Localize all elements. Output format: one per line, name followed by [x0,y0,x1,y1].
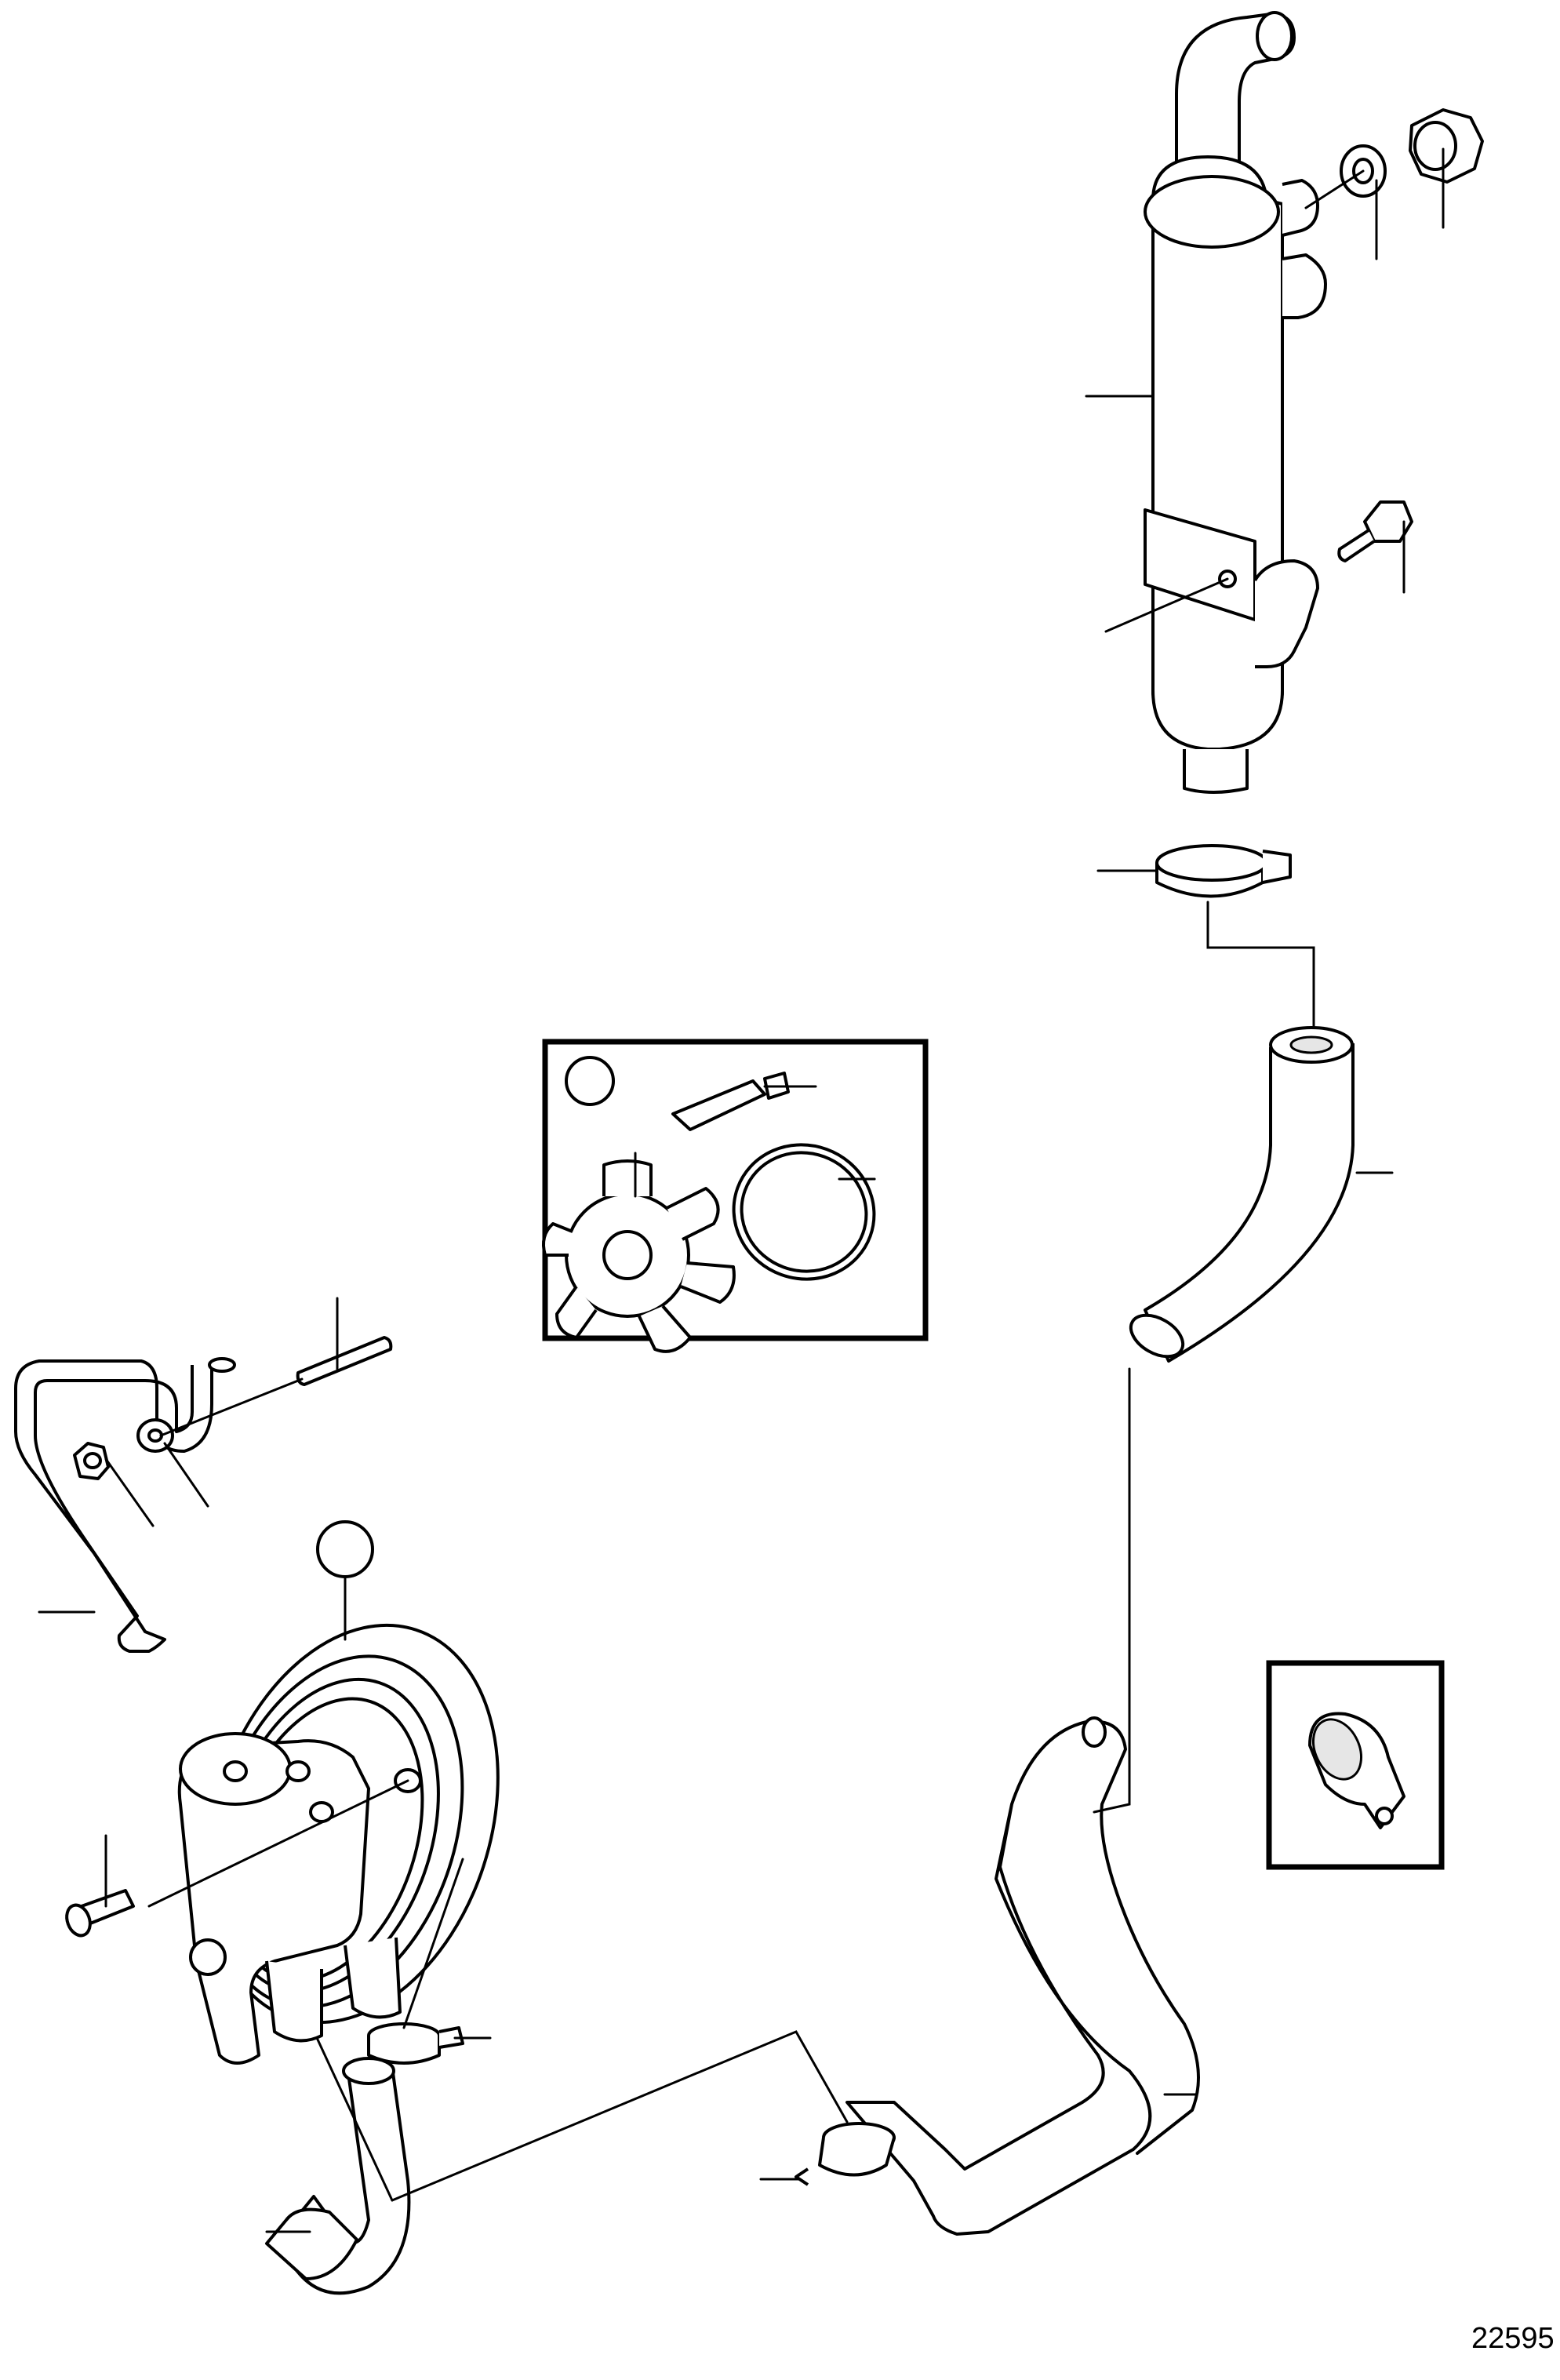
sea-water-pump [177,1623,500,2065]
stud-bolt [296,1336,393,1386]
drain-plug [1409,108,1484,184]
hex-nut [73,1442,110,1480]
leader-lines [38,147,1445,2233]
heat-exchanger [1144,11,1327,794]
kit-callout-circle [316,1520,374,1578]
flange-bolt [1337,500,1413,562]
socket-cap-screw [65,1889,135,1938]
coolant-hose-lower [845,1716,1200,2236]
hose-clamp-pump [367,2022,464,2065]
vent-pipe [14,1357,236,1653]
inlet-hose [265,2057,411,2295]
coolant-hose-upper [1129,1026,1355,1363]
impeller-kit-box [542,1039,929,1353]
p-clamp-box [1266,1660,1445,1870]
hose-clamp-lower-right [795,2122,896,2186]
hose-clamp-upper [1155,844,1292,898]
figure-reference-number: 22595 [1471,2322,1555,2355]
